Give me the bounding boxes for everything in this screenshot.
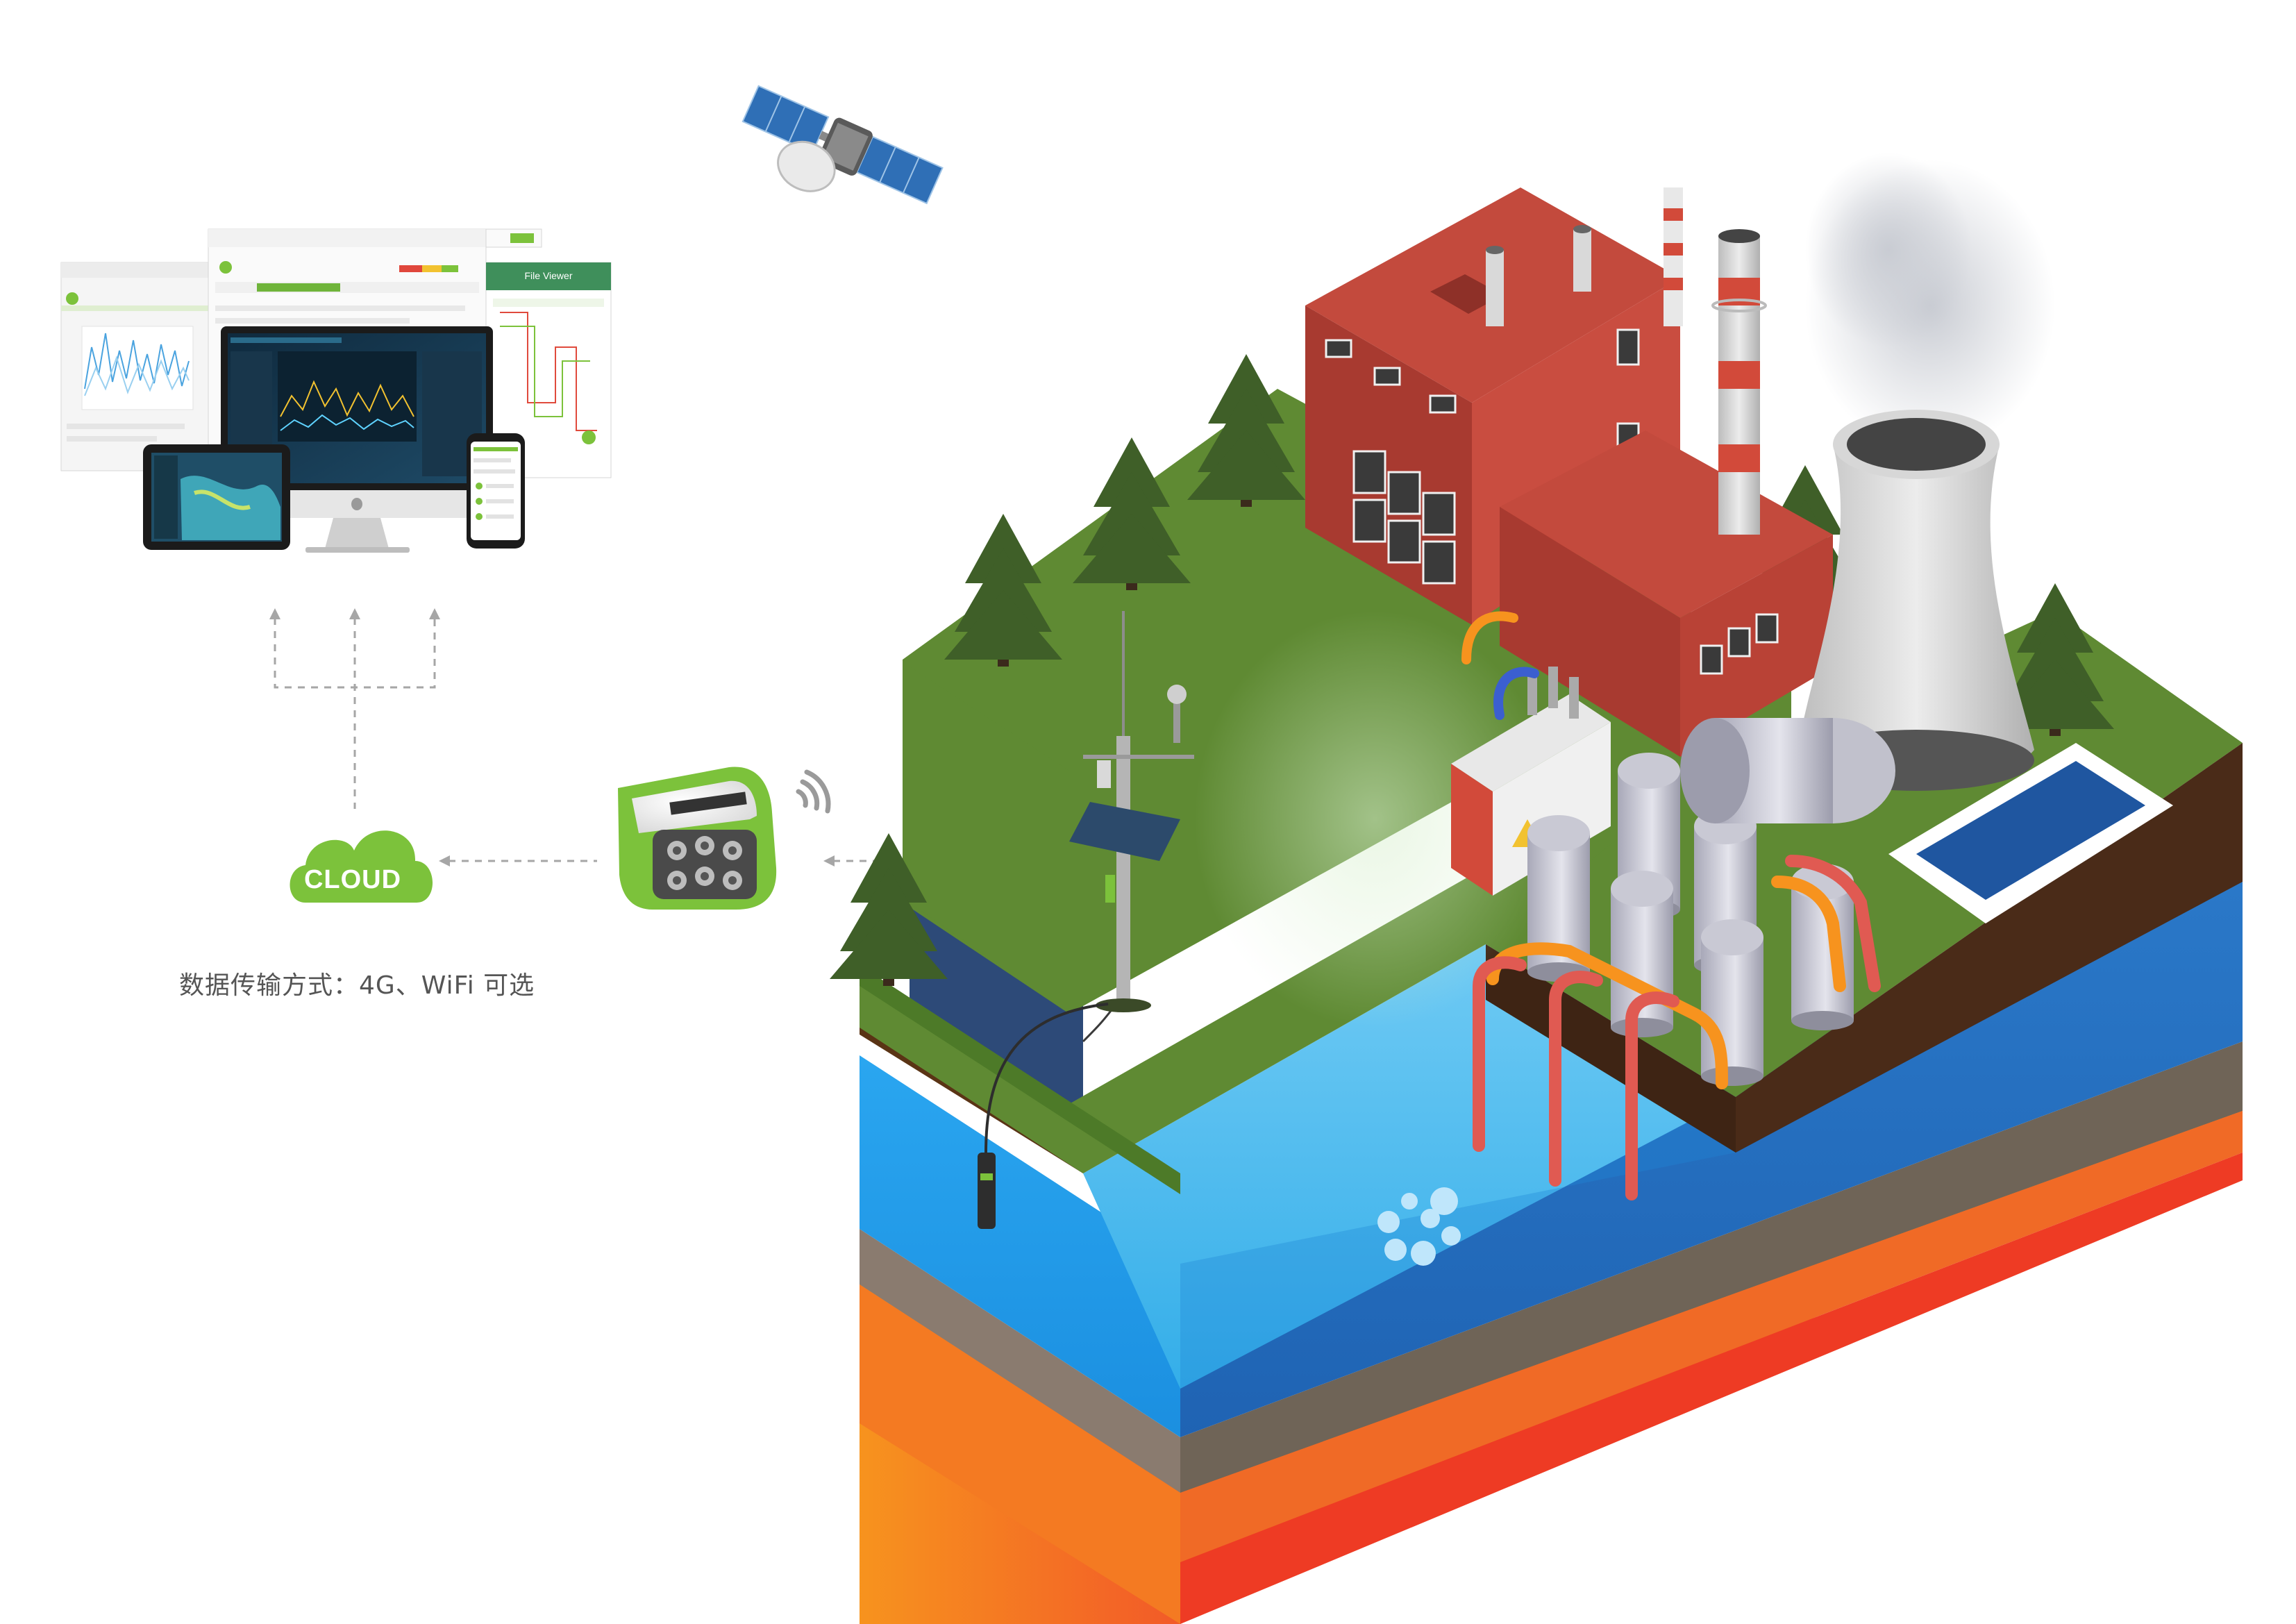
cooling-tower xyxy=(1798,153,2055,791)
water-quality-probe xyxy=(978,1003,1109,1229)
factory-building xyxy=(1305,187,1833,757)
smartphone-device xyxy=(467,433,525,549)
wireless-signal-icon xyxy=(796,769,831,814)
arrowhead-left xyxy=(823,855,835,867)
pipes xyxy=(1461,611,1881,1200)
transmission-caption: 数据传输方式：4G、WiFi 可选 xyxy=(179,971,535,1000)
dashed-connector-dashboard-cloud xyxy=(274,618,436,809)
satellite-icon xyxy=(741,85,944,205)
arrowheads xyxy=(269,608,440,619)
dashboard-screens: File Viewer xyxy=(60,228,612,553)
weather-station xyxy=(1069,611,1194,1043)
electrical-substation xyxy=(1451,667,1611,896)
industrial-chimneys xyxy=(1664,187,1767,535)
cloud-label: CLOUD xyxy=(304,865,401,894)
dashboard-screen-left xyxy=(60,262,215,471)
apple-logo-icon xyxy=(351,498,362,510)
water-pool xyxy=(1888,743,2173,923)
storage-tanks xyxy=(1527,718,1895,1086)
cloud-icon xyxy=(290,830,433,903)
arrowhead-left xyxy=(439,855,450,867)
file-viewer-title: File Viewer xyxy=(525,270,573,281)
data-logger-device xyxy=(618,767,777,910)
tablet-device xyxy=(143,444,290,550)
desktop-monitor xyxy=(221,326,493,553)
bubbles xyxy=(1377,1187,1461,1266)
